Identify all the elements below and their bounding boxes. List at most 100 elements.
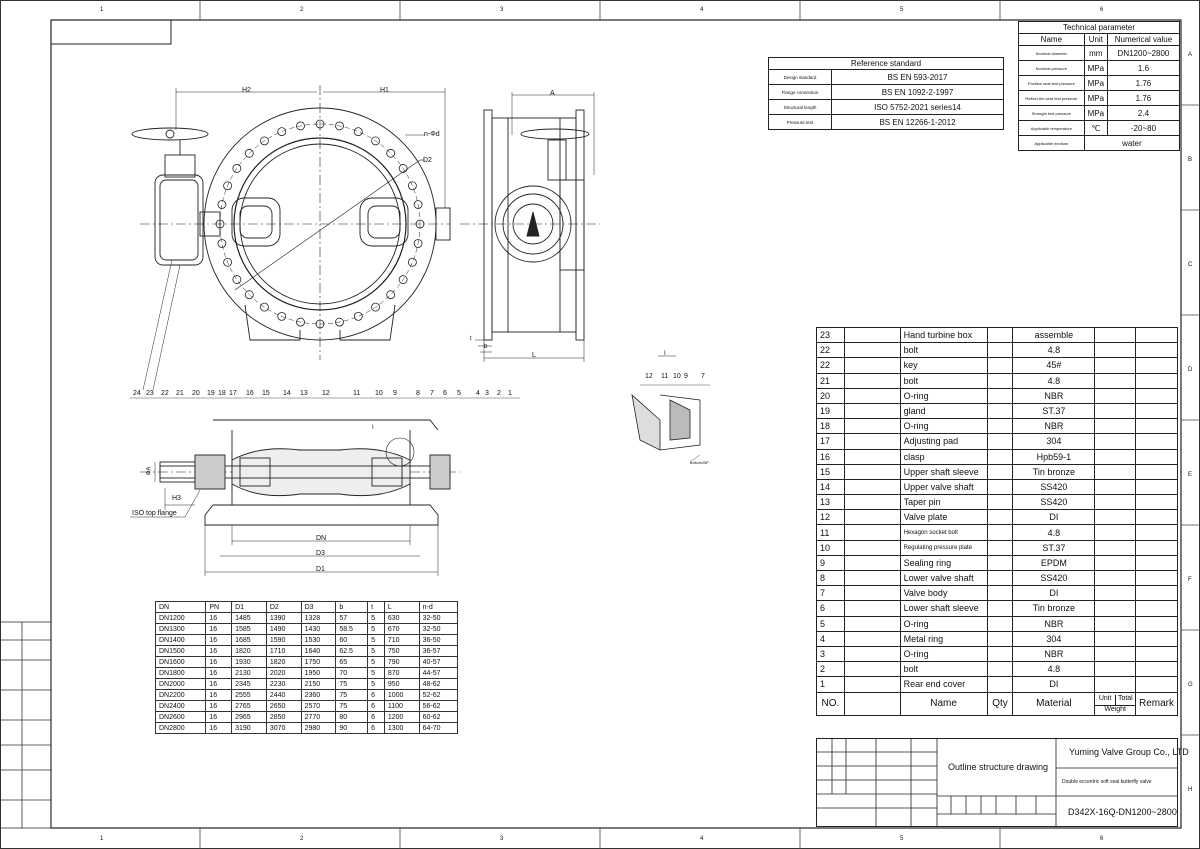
parts-header-qty: Qty	[986, 691, 1014, 716]
callout-number: 23	[146, 390, 154, 397]
part-name: Regulating pressure plate	[899, 539, 988, 556]
part-weight	[1094, 494, 1136, 511]
zone-side-E: E	[1188, 472, 1193, 478]
dim-cell: 2770	[300, 711, 337, 723]
part-number: 10	[816, 539, 845, 556]
callout-number: 1	[508, 390, 512, 397]
callout-number: 11	[353, 390, 361, 397]
part-remark	[1134, 661, 1179, 678]
section-view	[130, 397, 520, 576]
part-weight	[1094, 615, 1136, 632]
part-material: 304	[1012, 433, 1096, 450]
dim-cell: 1490	[265, 623, 302, 635]
tech-name: Applicable medium	[1018, 135, 1085, 151]
callout-number: 14	[283, 390, 291, 397]
reference-value: BS EN 1092-2-1997	[831, 84, 1004, 100]
part-remark	[1134, 448, 1179, 465]
dim-cell: 75	[335, 689, 369, 701]
dim-b: b	[484, 344, 488, 350]
part-remark	[1134, 342, 1179, 359]
tech-name: Positive seat test pressure	[1018, 75, 1085, 91]
part-weight	[1094, 478, 1136, 496]
bolt-hole	[232, 275, 242, 284]
part-number: 17	[816, 433, 845, 450]
bolt-hole	[335, 121, 344, 131]
part-name: Valve body	[899, 585, 988, 602]
dim-cell: DN1600	[154, 656, 207, 668]
callout-number: 24	[133, 390, 141, 397]
callout-number: 4	[476, 390, 480, 397]
detail-I	[631, 355, 710, 463]
part-material: Tin bronze	[1012, 463, 1096, 480]
dim-cell: 16	[205, 689, 233, 701]
part-name: Hexagon socket bolt	[899, 524, 988, 541]
part-material: ST.37	[1012, 539, 1096, 556]
part-name: Metal ring	[899, 630, 988, 647]
bolt-hole	[260, 136, 269, 146]
part-qty	[986, 478, 1014, 496]
bolt-hole	[244, 290, 254, 300]
part-number: 1	[816, 676, 845, 693]
dim-cell: 75	[335, 678, 369, 690]
tech-unit: MPa	[1083, 105, 1108, 121]
part-material: assemble	[1012, 326, 1096, 344]
callout-number: 13	[300, 390, 308, 397]
dim-cell: 5	[367, 634, 385, 646]
dim-cell: 16	[205, 667, 233, 679]
part-weight	[1094, 676, 1136, 693]
company-name: Yuming Valve Group Co., LTD	[1069, 747, 1189, 757]
bolt-hole	[296, 121, 305, 131]
parts-header-weight: Unit Total Weight	[1094, 691, 1136, 716]
product-name: Double eccentric soft seal butterfly val…	[1062, 779, 1152, 785]
part-name: Upper shaft sleeve	[899, 463, 988, 480]
dim-cell: 1000	[383, 689, 420, 701]
callout-number: 12	[322, 390, 330, 397]
reference-title: Reference standard	[768, 57, 1004, 70]
part-remark	[1134, 630, 1179, 647]
dim-cell: 1390	[265, 612, 302, 624]
dim-cell: 64-70	[418, 722, 459, 734]
callout-number: 17	[229, 390, 237, 397]
bolt-hole	[277, 311, 287, 321]
dim-cell: 870	[383, 667, 420, 679]
dim-cell: DN1800	[154, 667, 207, 679]
part-material: NBR	[1012, 615, 1096, 632]
dim-cell: 1430	[300, 623, 337, 635]
dim-cell: 1820	[231, 645, 267, 657]
reference-key: Structural length	[768, 99, 832, 115]
parts-header-no: NO.	[816, 691, 845, 716]
part-number: 22	[816, 342, 845, 359]
part-name: bolt	[899, 372, 988, 389]
bolt-hole	[353, 127, 363, 137]
part-qty	[986, 615, 1014, 632]
callout-number: 10	[375, 390, 383, 397]
dim-cell: 1585	[231, 623, 267, 635]
part-qty	[986, 418, 1014, 435]
part-remark	[1134, 478, 1179, 496]
part-name: Lower valve shaft	[899, 569, 988, 587]
dim-cell: 57	[335, 612, 369, 624]
dim-cell: DN1500	[154, 645, 207, 657]
parts-header-name: Name	[899, 691, 988, 716]
part-name: O-ring	[899, 418, 988, 435]
bolt-hole	[371, 136, 380, 146]
callout-number: 19	[207, 390, 215, 397]
dim-cell: 16	[205, 623, 233, 635]
dim-DN: DN	[316, 535, 327, 542]
zone-6: 6	[1100, 7, 1104, 13]
parts-row: 10 Regulating pressure plate ST.37	[816, 539, 1179, 556]
tech-name: Reflect the seat test pressure	[1018, 90, 1085, 106]
tech-header-unit: Unit	[1083, 33, 1108, 46]
part-number: 11	[816, 524, 845, 541]
